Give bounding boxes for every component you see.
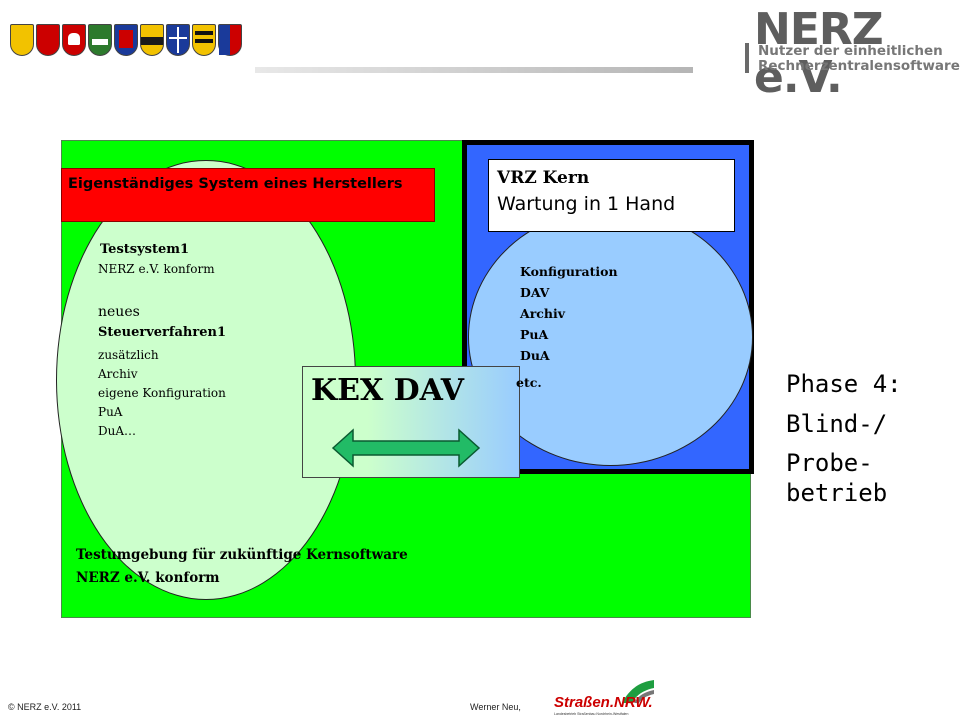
double-arrow-icon [331,428,481,468]
crest-icon [10,24,34,56]
crest-icon [140,24,164,56]
vrz-item-list: Konfiguration DAV Archiv PuA DuA [520,261,618,366]
crest-icon [36,24,60,56]
copyright: © NERZ e.V. 2011 [8,702,82,712]
testumgebung-line1: Testumgebung für zukünftige Kernsoftware [76,547,408,563]
vrz-item-etc: etc. [516,375,542,390]
logo-accent-bar [745,43,749,73]
phase-line3: Probe- [786,449,873,477]
kex-dav-box: KEX DAV [302,366,520,478]
crest-icon [218,24,242,56]
testsystem-item: Archiv [98,367,138,381]
state-crests [10,20,250,60]
header-divider [255,67,693,73]
vrz-item: Konfiguration [520,264,618,279]
crest-icon [88,24,112,56]
phase-line4: betrieb [786,479,888,507]
crest-icon [62,24,86,56]
logo-sub-line1: Nutzer der einheitlichen [758,43,943,59]
vrz-item: Archiv [520,306,565,321]
testsystem-conform: NERZ e.V. konform [98,262,215,276]
crest-icon [166,24,190,56]
testumgebung-line2: NERZ e.V. konform [76,570,220,586]
phase-text: Phase 4: Blind-/ Probe- betrieb [786,364,902,508]
testsystem-title: Testsystem1 [100,242,190,257]
phase-line2: Blind-/ [786,410,888,438]
testsystem-item-list: zusätzlich Archiv eigene Konfiguration P… [98,346,226,441]
strassen-logo-caption: Landesbetrieb Straßenbau Nordrhein-Westf… [554,712,629,716]
testsystem-item: PuA [98,405,123,419]
vrz-core-label: VRZ Kern Wartung in 1 Hand [488,159,735,232]
crest-icon [192,24,216,56]
testsystem-item: DuA… [98,424,137,438]
author: Werner Neu, [470,702,521,712]
vrz-item: DuA [520,348,550,363]
vrz-item: DAV [520,285,550,300]
hersteller-label: Eigenständiges System eines Herstellers [61,168,435,222]
testsystem-item: eigene Konfiguration [98,386,226,400]
strassen-nrw-logo: Straßen.NRW. Landesbetrieb Straßenbau No… [554,678,659,718]
nerz-logo: NERZ e.V. [754,4,884,103]
testsystem-neues: neues [98,304,140,320]
testsystem-steuerverfahren: Steuerverfahren1 [98,325,226,340]
nerz-logo-subtitle: Nutzer der einheitlichen Rechnerzentrale… [758,44,960,74]
vrz-item: PuA [520,327,549,342]
kex-dav-title: KEX DAV [311,373,465,408]
road-icon [622,680,654,703]
phase-line1: Phase 4: [786,370,902,398]
logo-sub-line2: Rechnerzentralensoftware [758,58,960,74]
vrz-title: VRZ Kern [497,168,590,188]
crest-icon [114,24,138,56]
strassen-logo-text: Straßen.NRW. [554,694,653,711]
vrz-subtitle: Wartung in 1 Hand [497,193,676,215]
testsystem-item: zusätzlich [98,348,159,362]
